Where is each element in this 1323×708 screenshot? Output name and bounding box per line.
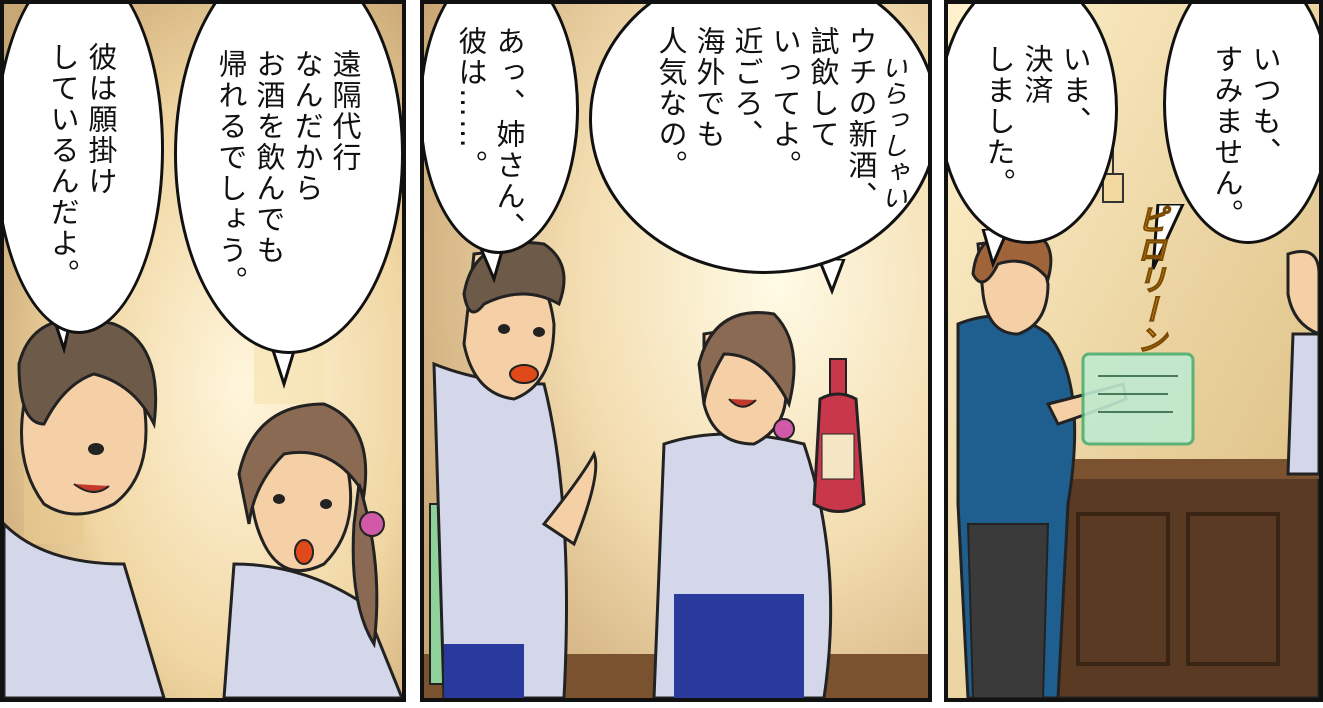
dialogue-text: いつも、 すみません。 <box>1210 44 1282 230</box>
payment-screen <box>1081 352 1195 446</box>
man-character <box>432 241 598 698</box>
speech-bubble-1 <box>424 4 579 254</box>
speech-bubble-2 <box>948 4 1118 244</box>
woman-character <box>1286 250 1319 476</box>
man-character <box>956 229 1128 698</box>
woman-character <box>222 402 402 698</box>
speech-bubble-2 <box>589 4 928 274</box>
dialogue-text: 遠隔代行 なんだから お酒を飲んでも 帰れるでしょう。 <box>214 49 362 297</box>
bubble-tail <box>817 259 846 296</box>
speech-bubble-2 <box>174 4 402 354</box>
comic-panel-2: あっ、姉さん、 彼は……。 ウチの新酒、 試飲して いってよ。 近ごろ、 海外で… <box>420 0 932 702</box>
panel-3-illustration <box>948 4 1319 698</box>
bubble-tail <box>269 344 298 390</box>
sound-effect: ピロリーン <box>1131 204 1167 355</box>
handwritten-greeting: いらっしゃい <box>877 54 907 210</box>
comic-panel-3: いつも、 すみません。 いま、 決済 しました。 ピロリーン <box>944 0 1323 702</box>
speech-bubble-1 <box>4 4 164 334</box>
woman-character <box>652 311 833 698</box>
dialogue-text: いま、 決済 しました。 <box>982 44 1092 199</box>
dialogue-text: 彼は願掛け しているんだよ。 <box>46 42 118 290</box>
dialogue-text: ウチの新酒、 試飲して いってよ。 近ごろ、 海外でも 人気なの。 <box>654 26 878 212</box>
dialogue-text: あっ、姉さん、 彼は……。 <box>454 26 526 243</box>
wine-bottle <box>812 358 866 513</box>
man-character <box>4 317 166 698</box>
counter <box>1041 459 1319 698</box>
speech-bubble-1 <box>1163 4 1319 244</box>
bubble-tail <box>1151 204 1185 270</box>
comic-panel-1: 彼は願掛け しているんだよ。 遠隔代行 なんだから お酒を飲んでも 帰れるでしょ… <box>0 0 406 702</box>
